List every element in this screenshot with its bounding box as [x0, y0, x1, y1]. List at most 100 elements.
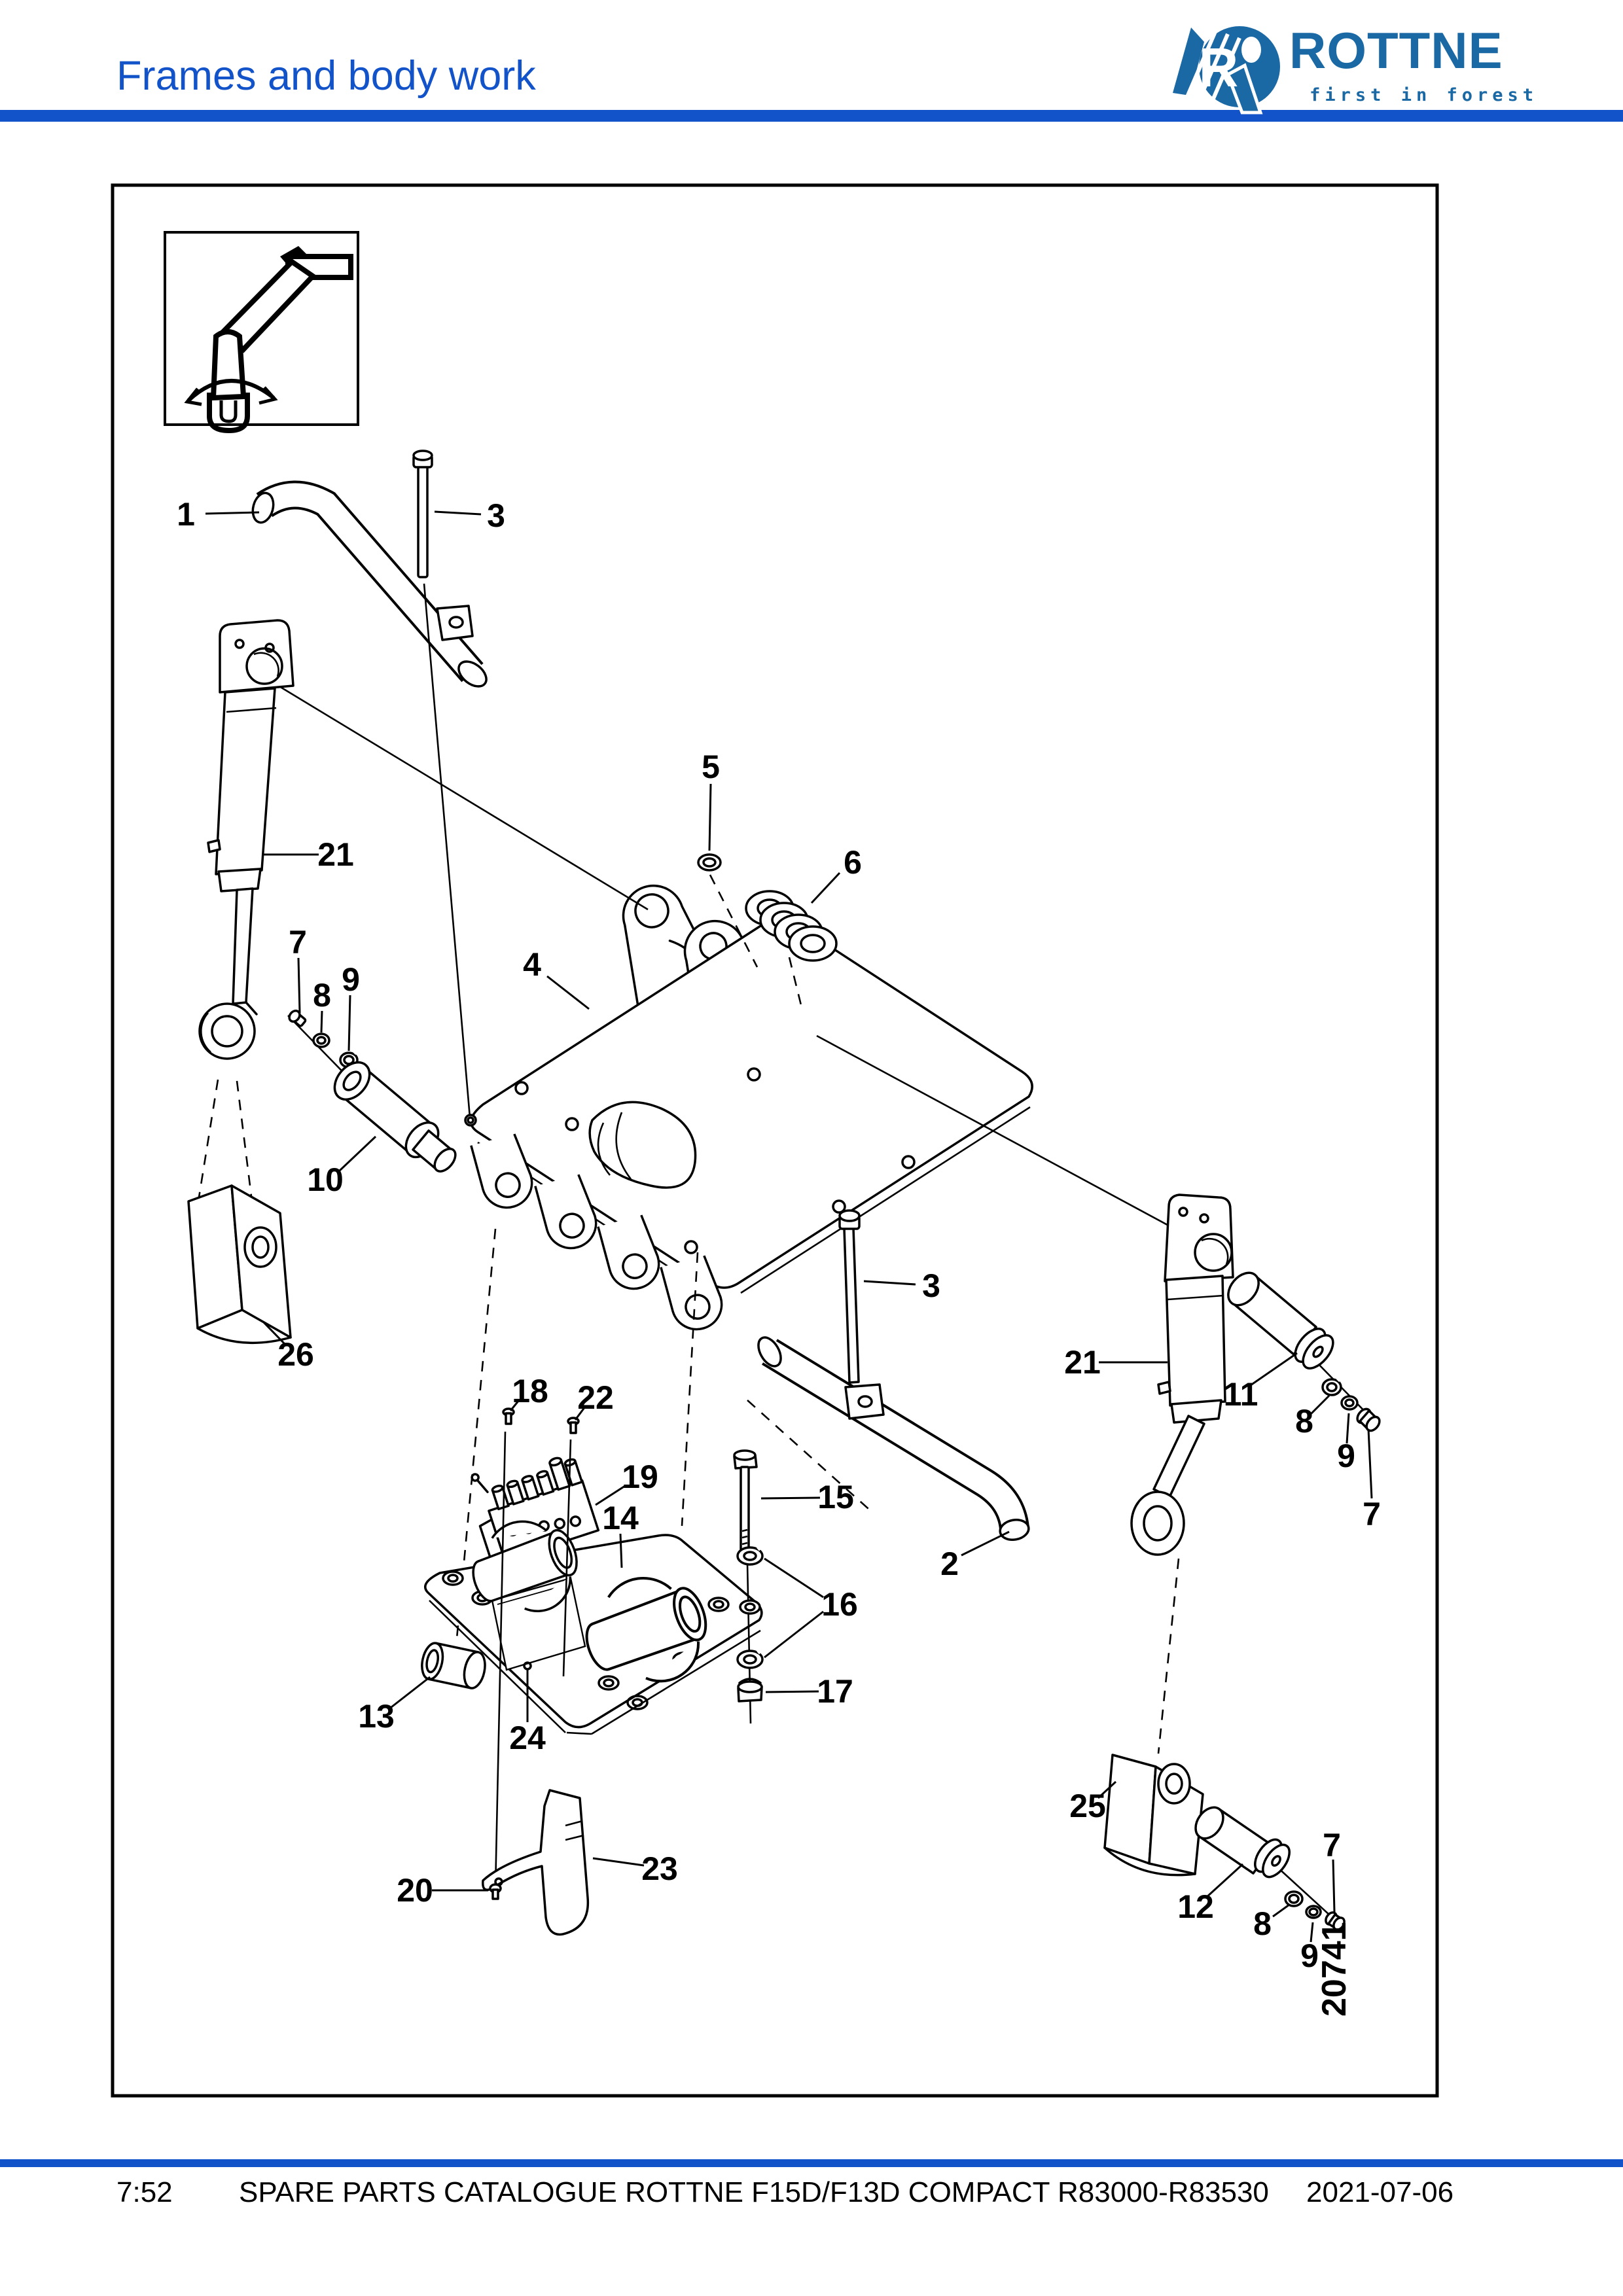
part-callout-21: 21 [1064, 1344, 1101, 1381]
part-8-lock-ring [1321, 1375, 1344, 1396]
projection-line [816, 1034, 1208, 1248]
leader-line [574, 1406, 586, 1421]
leader-line [592, 1857, 645, 1867]
part-callout-7: 7 [1323, 1827, 1341, 1863]
part-4-tilt-plate [470, 884, 1033, 1331]
part-2-tube [757, 1336, 1030, 1542]
header-rule [0, 110, 1623, 122]
leader-line [595, 1485, 626, 1506]
part-26-bracket [187, 1184, 292, 1345]
part-callout-21: 21 [317, 836, 354, 873]
part-callout-23: 23 [641, 1850, 678, 1887]
leader-line [863, 1280, 916, 1286]
part-12-pin [1194, 1806, 1291, 1879]
projection-line [562, 1439, 572, 1677]
part-3-bolt [412, 450, 433, 578]
leader-line [297, 957, 301, 1014]
part-8-washer [312, 1033, 330, 1048]
leader-line [764, 1557, 824, 1598]
part-callout-3: 3 [922, 1267, 940, 1304]
part-callout-25: 25 [1069, 1788, 1106, 1824]
part-7-bolt [288, 1010, 307, 1027]
part-callout-7: 7 [1363, 1496, 1381, 1532]
assembly-dash-line [236, 1080, 258, 1239]
leader-line [1205, 1863, 1244, 1899]
part-callout-15: 15 [817, 1479, 854, 1515]
part-callout-1: 1 [177, 496, 195, 533]
assembly-dash-line [1157, 1558, 1180, 1754]
leader-line [1367, 1428, 1373, 1499]
leader-line [1272, 1903, 1290, 1918]
part-20-screw [489, 1883, 502, 1900]
leader-line [509, 1400, 520, 1411]
part-9-washer [1340, 1395, 1359, 1411]
leader-line [765, 1690, 819, 1693]
rottne-r-emblem-icon: R [1173, 26, 1280, 115]
part-17-nut [737, 1678, 763, 1703]
part-callout-9: 9 [1337, 1438, 1355, 1474]
part-callout-9: 9 [342, 961, 360, 998]
part-callout-3: 3 [487, 497, 505, 534]
part-callout-4: 4 [523, 946, 541, 983]
part-callout-5: 5 [702, 749, 720, 785]
part-16-washer [736, 1647, 764, 1669]
leader-line [961, 1530, 1010, 1557]
part-callout-9: 9 [1300, 1937, 1319, 1974]
leader-line [320, 1010, 323, 1033]
part-25-bracket [1103, 1754, 1204, 1877]
part-11-pin [1227, 1271, 1334, 1369]
part-callout-24: 24 [509, 1720, 546, 1756]
part-21-cylinder-left [198, 619, 294, 1060]
part-7-bolt-tip [1325, 1911, 1346, 1931]
part-callout-13: 13 [358, 1698, 395, 1735]
part-22-screw [567, 1417, 580, 1434]
assembly-dash-line [197, 1079, 219, 1202]
part-9-washer [1305, 1905, 1322, 1919]
leader-line [262, 1320, 287, 1347]
part-callout-20: 20 [397, 1872, 433, 1909]
part-callout-14: 14 [602, 1500, 639, 1536]
part-callout-18: 18 [512, 1373, 548, 1409]
parts-drawing [187, 450, 1381, 1936]
projection-line [494, 1431, 507, 1889]
leader-line [810, 872, 841, 904]
part-callout-8: 8 [313, 977, 331, 1014]
leader-line [338, 1135, 377, 1172]
part-callout-8: 8 [1295, 1403, 1313, 1439]
part-23-hook-bracket [482, 1789, 590, 1936]
part-callout-7: 7 [289, 924, 307, 961]
svg-text:R: R [1199, 37, 1239, 98]
leader-line [1097, 1780, 1117, 1799]
plate-corner-hole [739, 1599, 761, 1615]
projection-line [269, 679, 649, 911]
part-10-pin [333, 1061, 457, 1173]
leader-line [1310, 1394, 1330, 1415]
part-callout-12: 12 [1177, 1888, 1214, 1925]
drawing-number: 20741 [1315, 1922, 1353, 2017]
part-1-tube [251, 480, 488, 688]
leader-line [619, 1533, 623, 1568]
part-3-bolt [838, 1209, 861, 1384]
part-callout-22: 22 [577, 1379, 614, 1416]
part-callout-2: 2 [940, 1545, 959, 1582]
part-callout-26: 26 [277, 1336, 314, 1373]
crane-boom-swing-icon [164, 231, 359, 434]
leader-line [708, 783, 712, 851]
part-callout-11: 11 [1224, 1376, 1258, 1413]
logo-brand-text: ROTTNE [1289, 22, 1503, 79]
leader-line [1310, 1922, 1314, 1943]
part-8-lock-ring [1284, 1890, 1304, 1907]
assembly-dash-line [681, 1252, 699, 1527]
part-18-screw [502, 1407, 515, 1425]
saddle-bearing [585, 1576, 707, 1683]
part-callout-8: 8 [1253, 1905, 1272, 1942]
leader-line [434, 510, 482, 516]
projection-line [1275, 1865, 1338, 1923]
page-title: Frames and body work [116, 53, 536, 99]
leader-line [1346, 1413, 1350, 1444]
footer-page-ref: 7:52 [116, 2176, 173, 2208]
part-16-washer [736, 1544, 764, 1566]
assembly-dash-line [788, 957, 803, 1008]
